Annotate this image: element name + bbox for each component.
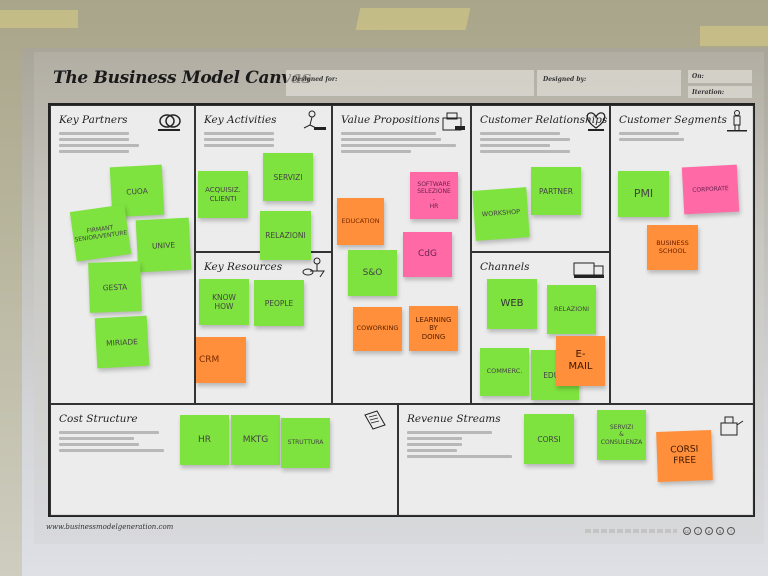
license-icons: cc i o $ ! — [683, 527, 735, 535]
sticky-note[interactable]: E- MAIL — [556, 336, 605, 386]
sticky-note[interactable]: CRM — [196, 337, 246, 383]
sticky-note[interactable]: WORKSHOP — [472, 187, 530, 241]
sticky-note[interactable]: KNOW HOW — [199, 279, 249, 325]
heart-icon — [586, 112, 606, 131]
guiding-questions — [204, 132, 274, 150]
section-title: Channels — [480, 261, 530, 273]
non-commercial-icon: $ — [716, 527, 724, 535]
on-label: On: — [692, 73, 704, 80]
guiding-questions — [407, 431, 512, 461]
iteration-field[interactable]: Iteration: — [688, 86, 752, 98]
designed-for-field[interactable]: Designed for: — [286, 70, 534, 96]
designed-for-label: Designed for: — [292, 76, 338, 83]
masking-tape — [0, 10, 78, 28]
sticky-note[interactable]: COWORKING — [353, 307, 402, 351]
license-fine-print — [585, 529, 677, 533]
section-title: Revenue Streams — [407, 413, 501, 425]
masking-tape — [700, 26, 768, 46]
sticky-note[interactable]: ACQUISIZ. CLIENTI — [198, 171, 248, 218]
worker-icon — [303, 110, 326, 130]
truck-icon — [573, 262, 604, 278]
section-title: Cost Structure — [59, 413, 138, 425]
iteration-label: Iteration: — [692, 89, 725, 96]
sticky-note[interactable]: S&O — [348, 250, 397, 296]
section-title: Key Activities — [204, 114, 277, 126]
section-title: Customer Segments — [619, 114, 727, 126]
sticky-note[interactable]: SERVIZI — [263, 153, 313, 201]
price-tag-icon — [364, 410, 386, 430]
sticky-note[interactable]: COMMERC. — [480, 348, 529, 396]
info-icon: ! — [727, 527, 735, 535]
sticky-note[interactable]: CORSI FREE — [656, 430, 713, 482]
sticky-note[interactable]: SERVIZI & CONSULENZA — [597, 410, 646, 460]
sticky-note[interactable]: EDUCATION — [337, 198, 384, 245]
chain-link-icon — [158, 114, 181, 131]
guiding-questions — [59, 132, 139, 156]
guiding-questions — [59, 431, 164, 455]
footer-url: www.businessmodelgeneration.com — [46, 523, 174, 531]
designed-by-field[interactable]: Designed by: — [537, 70, 681, 96]
sticky-note[interactable]: CORSI — [524, 414, 574, 464]
section-title: Value Propositions — [341, 114, 440, 126]
sticky-note[interactable]: PARTNER — [531, 167, 581, 215]
page-title: The Business Model Canvas — [53, 68, 311, 88]
section-title: Key Resources — [204, 261, 283, 273]
guiding-questions — [341, 132, 456, 156]
standing-person-icon — [727, 110, 747, 132]
guiding-questions — [619, 132, 684, 144]
sticky-note[interactable]: CdG — [403, 232, 452, 277]
sticky-note[interactable]: GESTA — [88, 261, 142, 313]
sticky-note[interactable]: MIRIADE — [94, 315, 150, 369]
sticky-note[interactable]: SOFTWARE SELEZIONE - HR — [410, 172, 458, 219]
sticky-note[interactable]: LEARNING BY DOING — [409, 306, 458, 351]
sticky-note[interactable]: RELAZIONI — [260, 211, 311, 260]
cc-icon: cc — [683, 527, 691, 535]
sticky-note[interactable]: PEOPLE — [254, 280, 304, 326]
masking-tape — [355, 8, 471, 30]
sticky-note[interactable]: CORPORATE — [681, 164, 740, 215]
sticky-note[interactable]: MKTG — [231, 415, 280, 465]
gift-icon — [442, 112, 465, 131]
section-title: Key Partners — [59, 114, 128, 126]
sticky-note[interactable]: WEB — [487, 279, 537, 329]
sticky-note[interactable]: PMI — [618, 171, 669, 217]
sticky-note[interactable]: RELAZIONI — [547, 285, 596, 334]
cash-register-icon — [720, 416, 744, 436]
person-resource-icon — [302, 257, 325, 278]
sticky-note[interactable]: UNIVE — [135, 217, 192, 273]
section-title: Customer Relationships — [480, 114, 608, 126]
sticky-note[interactable]: STRUTTURA — [281, 418, 330, 468]
attribution-icon: i — [694, 527, 702, 535]
designed-by-label: Designed by: — [543, 76, 587, 83]
sticky-note[interactable]: FIRMANT SENIOR/VENTURE — [69, 204, 132, 262]
sticky-note[interactable]: BUSINESS SCHOOL — [647, 225, 698, 270]
date-field[interactable]: On: — [688, 70, 752, 83]
share-alike-icon: o — [705, 527, 713, 535]
sticky-note[interactable]: HR — [180, 415, 229, 465]
guiding-questions — [480, 132, 570, 156]
